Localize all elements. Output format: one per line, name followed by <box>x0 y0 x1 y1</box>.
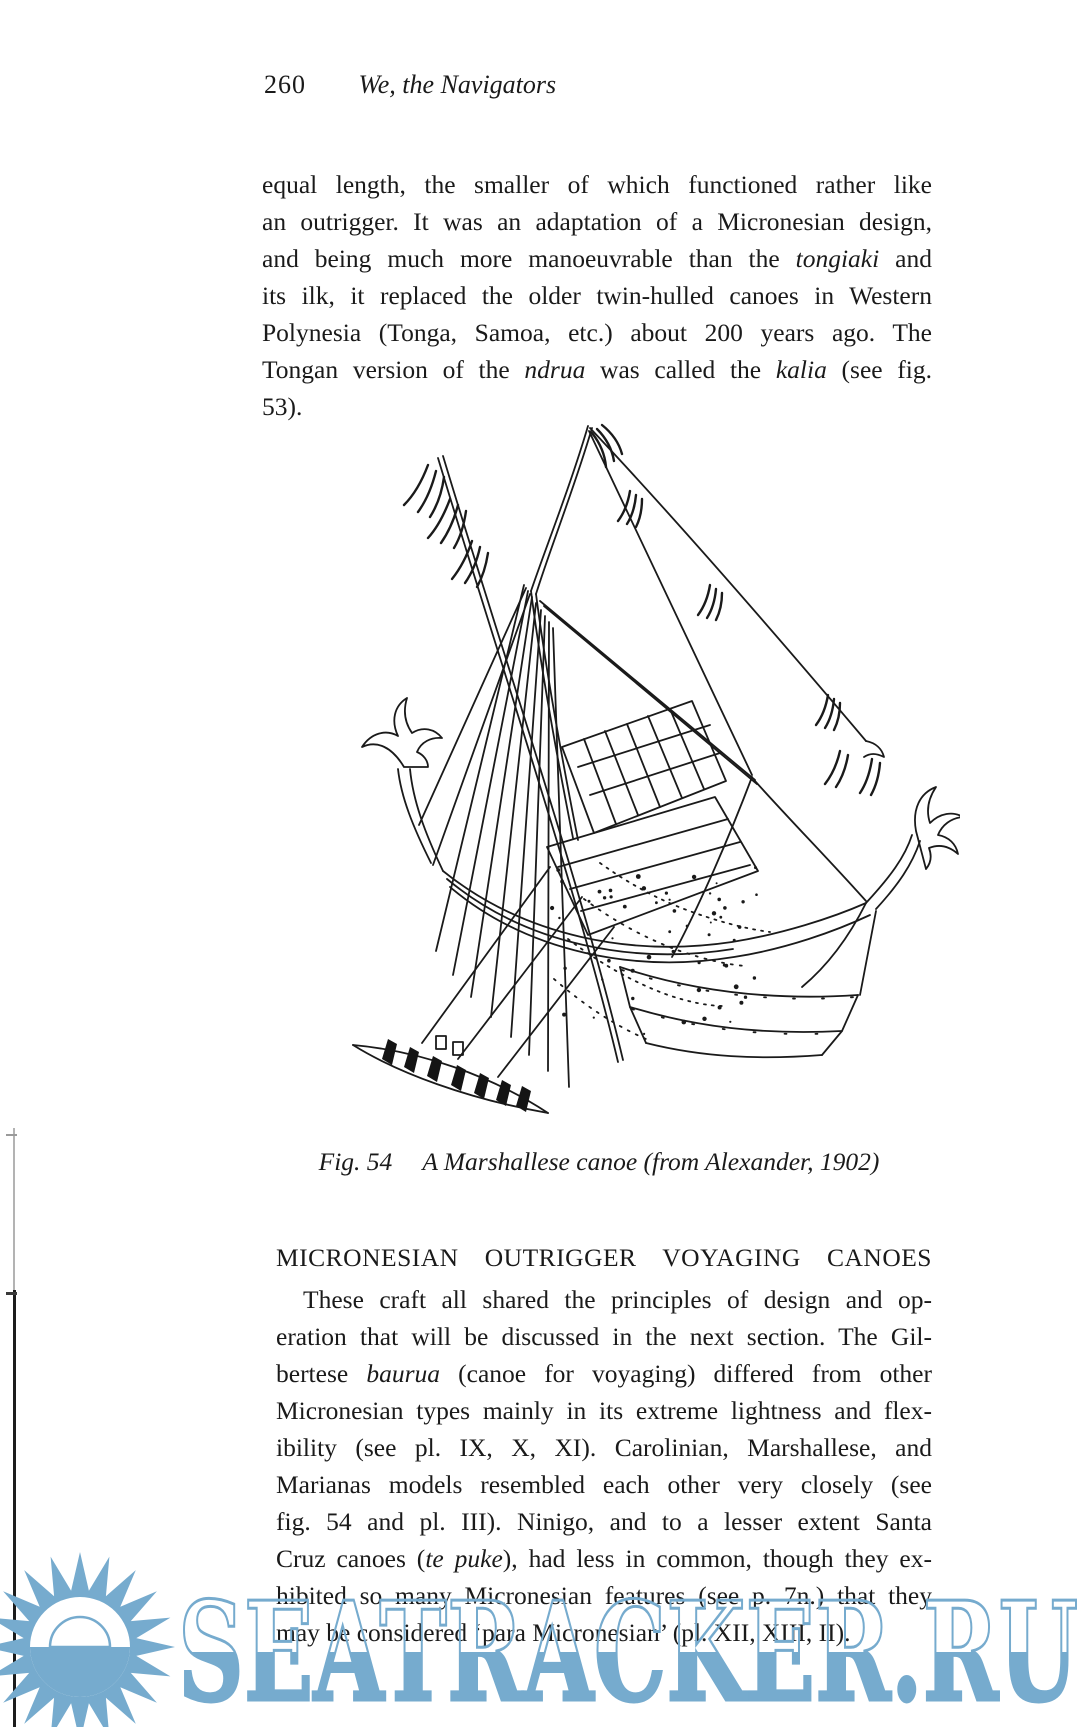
text-line: ibility (see pl. IX, X, XI). Carolinian,… <box>276 1429 932 1466</box>
text-segment: Tongan version of the <box>262 355 525 384</box>
canoe-line-drawing-svg <box>352 423 964 1114</box>
text-line: may be considered ‘para Micronesian’ (pl… <box>276 1614 932 1651</box>
text-line: Micronesian types mainly in its extreme … <box>276 1392 932 1429</box>
text-segment: te puke <box>425 1544 503 1573</box>
section-heading: MICRONESIAN OUTRIGGER VOYAGING CANOES <box>276 1243 932 1272</box>
sun-logo-icon <box>0 1552 175 1727</box>
text-segment: hibited so many Micronesian features (se… <box>276 1581 932 1610</box>
stipple-texture <box>550 866 758 1035</box>
paragraph-1: equal length, the smaller of which funct… <box>262 166 932 425</box>
text-segment: ), had less in common, though they ex- <box>502 1544 932 1573</box>
text-segment: may be considered ‘para Micronesian’ (pl… <box>276 1618 851 1647</box>
text-line: fig. 54 and pl. III). Ninigo, and to a l… <box>276 1503 932 1540</box>
text-segment: (canoe for voyaging) differed from other <box>440 1359 932 1388</box>
text-segment: These craft all shared the principles of… <box>303 1285 932 1314</box>
watermark-text-outline: SEATRACKER.RU <box>178 1572 1078 1727</box>
text-line: Tongan version of the ndrua was called t… <box>262 351 932 388</box>
text-segment: and <box>879 244 932 273</box>
text-segment: ibility (see pl. IX, X, XI). Carolinian,… <box>276 1433 932 1462</box>
scan-artifact-tick <box>6 1134 17 1136</box>
text-line: and being much more manoeuvrable than th… <box>262 240 932 277</box>
page-edge-line <box>13 1290 16 1727</box>
text-segment: bertese <box>276 1359 367 1388</box>
text-line: bertese baurua (canoe for voyaging) diff… <box>276 1355 932 1392</box>
text-line: equal length, the smaller of which funct… <box>262 166 932 203</box>
running-head: 260 We, the Navigators <box>264 70 934 100</box>
text-segment: fig. 54 and pl. III). Ninigo, and to a l… <box>276 1507 932 1536</box>
text-line: its ilk, it replaced the older twin-hull… <box>262 277 932 314</box>
page-edge-line-light <box>13 1128 15 1290</box>
text-line: eration that will be discussed in the ne… <box>276 1318 932 1355</box>
text-line: an outrigger. It was an adaptation of a … <box>262 203 932 240</box>
text-segment: baurua <box>366 1359 441 1388</box>
paragraph-2: These craft all shared the principles of… <box>276 1281 932 1651</box>
scan-artifact-tick <box>6 1292 17 1295</box>
text-line: 53). <box>262 388 932 425</box>
text-segment: Polynesia (Tonga, Samoa, etc.) about 200… <box>262 318 932 347</box>
text-segment: an outrigger. It was an adaptation of a … <box>262 207 932 236</box>
text-line: Polynesia (Tonga, Samoa, etc.) about 200… <box>262 314 932 351</box>
page-number: 260 <box>264 70 306 99</box>
text-segment: tongiaki <box>795 244 880 273</box>
text-line: Marianas models resembled each other ver… <box>276 1466 932 1503</box>
book-title: We, the Navigators <box>358 70 557 99</box>
text-segment: ndrua <box>524 355 586 384</box>
figure-caption-label: Fig. 54 <box>318 1147 393 1176</box>
text-segment: equal length, the smaller of which funct… <box>262 170 932 199</box>
text-segment: its ilk, it replaced the older twin-hull… <box>262 281 932 310</box>
text-line: These craft all shared the principles of… <box>276 1281 932 1318</box>
text-segment: was called the <box>585 355 776 384</box>
text-segment: Cruz canoes ( <box>276 1544 426 1573</box>
text-line: Cruz canoes (te puke), had less in commo… <box>276 1540 932 1577</box>
text-line: hibited so many Micronesian features (se… <box>276 1577 932 1614</box>
figure-caption: Fig. 54 A Marshallese canoe (from Alexand… <box>264 1146 934 1178</box>
text-segment: eration that will be discussed in the ne… <box>276 1322 932 1351</box>
watermark-text-fill: SEATRACKER.RU <box>178 1572 1078 1727</box>
text-segment: Marianas models resembled each other ver… <box>276 1470 932 1499</box>
watermark: SEATRACKER.RU SEATRACKER.RU <box>0 1552 1080 1727</box>
figure-caption-text: A Marshallese canoe (from Alexander, 190… <box>422 1147 880 1176</box>
text-segment: Micronesian types mainly in its extreme … <box>276 1396 932 1425</box>
figure-canoe-illustration <box>300 395 964 1115</box>
text-segment: kalia <box>775 355 827 384</box>
text-segment: 53). <box>262 392 303 421</box>
text-segment: and being much more manoeuvrable than th… <box>262 244 796 273</box>
text-segment: (see fig. <box>826 355 932 384</box>
